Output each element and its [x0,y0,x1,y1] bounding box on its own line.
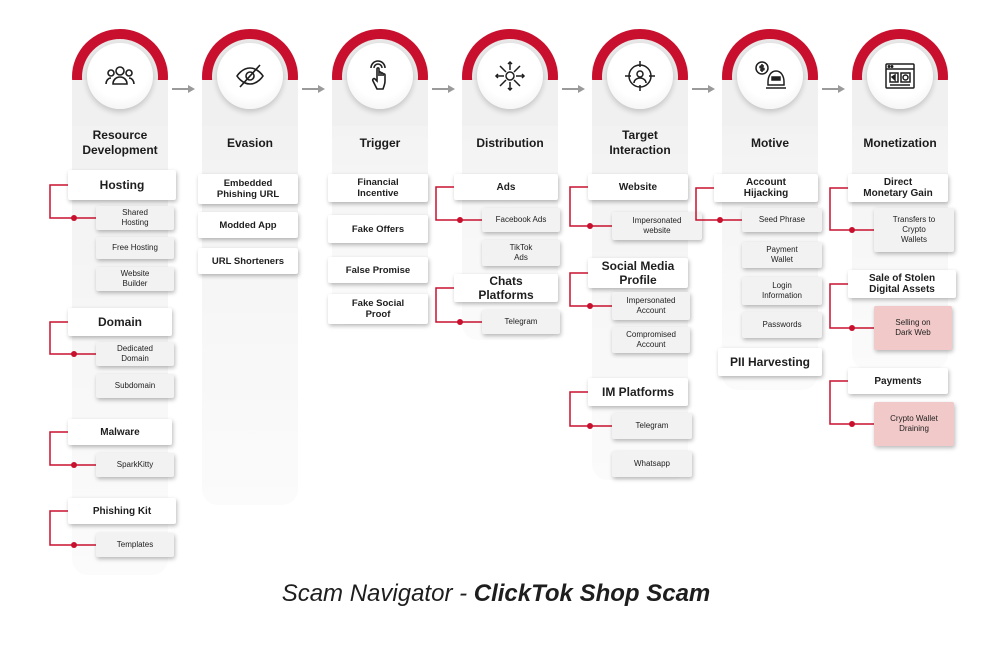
subnode-whatsapp: Whatsapp [612,451,692,477]
node-fake-offers: Fake Offers [328,215,428,243]
connector-line [49,510,96,548]
connector-line [49,431,96,468]
node-account-hijacking: Account Hijacking [714,174,818,202]
column-title: Motive [750,136,789,150]
node-payments: Payments [848,368,948,394]
node-modded-app: Modded App [198,212,298,238]
diagram-title: Scam Navigator - ClickTok Shop Scam [281,580,711,607]
subnode-sparkkitty: SparkKitty [96,453,174,477]
node-pii-harvesting: PII Harvesting [718,348,822,376]
column-title: Distribution [476,136,544,150]
node-ads: Ads [454,174,558,200]
subnode-tiktok-ads: TikTok Ads [482,240,560,266]
node-im-platforms: IM Platforms [588,378,688,406]
column-title: Target Interaction [609,128,671,157]
flow-arrow-icon [690,81,718,93]
browser-money-icon [867,43,933,109]
node-malware: Malware [68,419,172,445]
column-title: Monetization [863,136,937,150]
subnode-payment-wallet: Payment Wallet [742,242,822,268]
flow-arrow-icon [820,81,848,93]
subnode-seed-phrase: Seed Phrase [742,208,822,232]
connector-line [829,187,874,233]
connector-line [829,283,874,331]
column-title: Evasion [226,136,274,150]
node-fake-social-proof: Fake Social Proof [328,294,428,324]
network-spread-icon [477,43,543,109]
column-title: Trigger [359,136,401,150]
node-financial-incentive: Financial Incentive [328,174,428,202]
subnode-facebook-ads: Facebook Ads [482,208,560,232]
subnode-subdomain: Subdomain [96,374,174,398]
node-false-promise: False Promise [328,257,428,283]
subnode-impersonated-website: Impersonated website [612,212,702,240]
connector-line [569,272,612,309]
connector-line [435,287,482,325]
column-evasion: Evasion [202,0,298,658]
pointer-hand-icon [347,43,413,109]
eye-slash-icon [217,43,283,109]
subnode-transfers-to-crypto-wallets: Transfers to Crypto Wallets [874,208,954,252]
people-group-icon [87,43,153,109]
subnode-free-hosting: Free Hosting [96,237,174,259]
column-pillar [202,60,298,505]
flow-arrow-icon [170,81,198,93]
node-embedded-phishing-url: Embedded Phishing URL [198,174,298,204]
node-domain: Domain [68,308,172,336]
flow-arrow-icon [430,81,458,93]
connector-line [49,184,96,221]
subnode-website-builder: Website Builder [96,267,174,291]
node-direct-monetary-gain: Direct Monetary Gain [848,174,948,202]
subnode-telegram: Telegram [612,413,692,439]
column-monetization: Monetization [852,0,948,658]
subnode-shared-hosting: Shared Hosting [96,206,174,230]
node-chats-platforms: Chats Platforms [454,274,558,302]
node-website: Website [588,174,688,200]
target-person-icon [607,43,673,109]
subnode-passwords: Passwords [742,312,822,338]
connector-line [569,391,612,429]
flow-arrow-icon [300,81,328,93]
subnode-telegram: Telegram [482,310,560,334]
subnode-crypto-wallet-draining: Crypto Wallet Draining [874,402,954,446]
node-social-media-profile: Social Media Profile [588,258,688,288]
hacker-dollar-icon [737,43,803,109]
connector-line [435,186,482,223]
connector-line [695,187,742,223]
subnode-compromised-account: Compromised Account [612,327,690,353]
connector-line [829,380,874,427]
flow-arrow-icon [560,81,588,93]
node-hosting: Hosting [68,170,176,200]
node-sale-of-stolen-digital-assets: Sale of Stolen Digital Assets [848,270,956,298]
subnode-login-information: Login Information [742,277,822,305]
connector-line [49,321,96,357]
column-title: Resource Development [82,128,158,157]
subnode-templates: Templates [96,533,174,557]
connector-line [569,186,612,229]
node-phishing-kit: Phishing Kit [68,498,176,524]
node-url-shorteners: URL Shorteners [198,248,298,274]
column-trigger: Trigger [332,0,428,658]
subnode-impersonated-account: Impersonated Account [612,292,690,320]
subnode-selling-on-dark-web: Selling on Dark Web [874,306,952,350]
subnode-dedicated-domain: Dedicated Domain [96,342,174,366]
